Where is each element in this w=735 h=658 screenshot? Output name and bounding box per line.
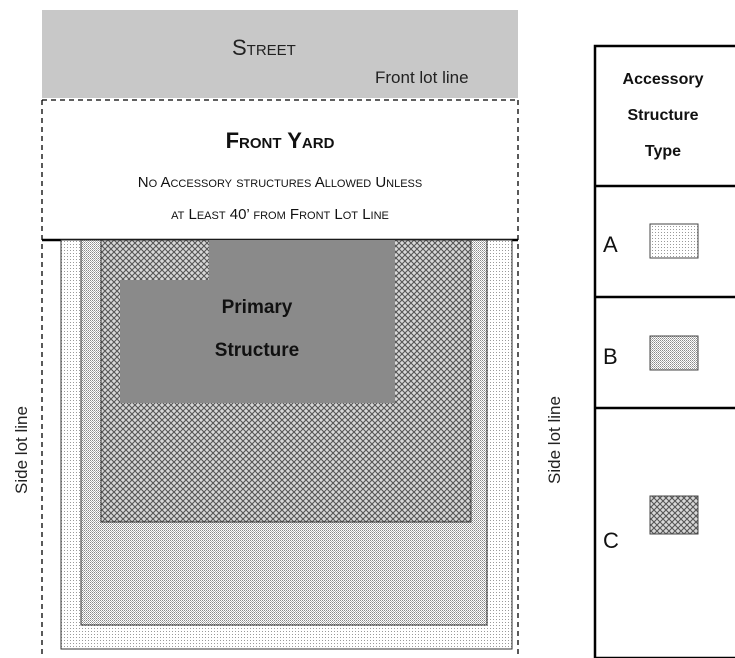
legend-swatch-c xyxy=(649,495,699,535)
legend-header-line1: Accessory xyxy=(623,71,704,88)
primary-structure xyxy=(120,240,395,403)
front-yard-note-line2: at Least 40’ from Front Lot Line xyxy=(171,206,389,223)
legend-row-c-label: C xyxy=(603,528,619,553)
side-lot-line-right-label: Side lot line xyxy=(545,396,564,484)
legend-table: Accessory Structure Type A B C xyxy=(593,44,735,658)
legend-border xyxy=(593,44,735,658)
legend-swatch-a xyxy=(649,223,699,259)
legend-swatch-b xyxy=(649,335,699,371)
legend-row-b-label: B xyxy=(603,344,618,369)
front-lot-line-label: Front lot line xyxy=(375,68,469,87)
legend-row-a-label: A xyxy=(603,232,618,257)
front-yard-title: Front Yard xyxy=(226,128,335,153)
front-yard-note-line1: No Accessory structures Allowed Unless xyxy=(138,174,422,191)
legend-header-line2: Structure xyxy=(627,107,698,124)
primary-structure-label-line1: Primary xyxy=(222,297,293,318)
legend-header-line3: Type xyxy=(645,143,681,160)
street-label: Street xyxy=(232,35,296,60)
side-lot-line-left-label: Side lot line xyxy=(12,406,31,494)
street-area xyxy=(42,10,518,98)
primary-structure-label-line2: Structure xyxy=(215,340,299,361)
